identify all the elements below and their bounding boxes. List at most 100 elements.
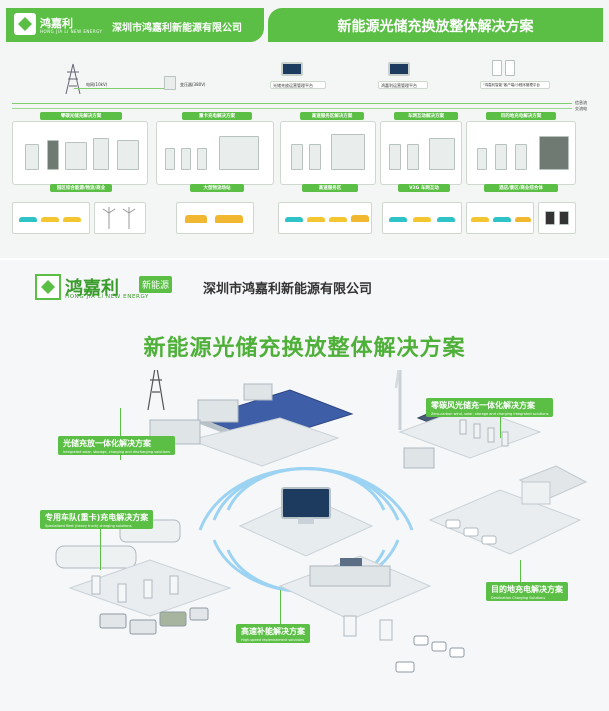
platform-screen-icon: [388, 62, 410, 76]
monitor-icon: [281, 487, 331, 519]
car-icon: [413, 217, 431, 222]
callout-pole: [500, 408, 501, 438]
bottom-brand-en: HONG JIA LI NEW ENERGY: [65, 294, 149, 300]
scene-bar: V2G 车网互动: [398, 184, 450, 192]
vehicle-thumbnail: [382, 202, 462, 234]
label-wind: 零碳风光储充一体化解决方案 Zero-carbon wind, solar, s…: [426, 398, 554, 417]
charger-cabinet: [47, 140, 59, 170]
platform-label: 光储充放运营管理平台: [273, 83, 313, 88]
charger-icon: [343, 615, 393, 641]
storage-cabinet: [539, 136, 569, 170]
scene-bar: 高速服务区: [302, 184, 358, 192]
car-icon: [445, 519, 497, 545]
charger-cabinet: [197, 148, 207, 170]
grid-line: [74, 88, 164, 89]
car-icon: [437, 217, 455, 222]
car-icon: [285, 217, 303, 222]
bottom-brand-tag: 新能源: [139, 276, 173, 293]
info-bus-label: 信息流: [575, 100, 587, 105]
iso-scene: [55, 370, 588, 673]
top-header-left: 鸿嘉利 HONG JIA LI NEW ENERGY 深圳市鸿嘉利新能源有限公司: [6, 8, 264, 42]
charger-icon: [91, 575, 179, 603]
label-fleet-zh: 专用车队(重卡)充电解决方案: [45, 513, 149, 522]
scene-label: 酒店/景区/商业综合体: [499, 186, 543, 191]
charger-cabinet: [515, 144, 527, 170]
scene-bar: 园区综合能源/物流/商业: [50, 184, 112, 192]
grid-label: 电网(10kV): [86, 82, 108, 87]
storage-cabinet: [331, 134, 365, 170]
label-wind-en: Zero-carbon wind, solar, storage and cha…: [431, 412, 549, 416]
label-highway: 高速补能解决方案 High-speed replenishment soluti…: [236, 624, 310, 643]
scene-bar: 酒店/景区/商业综合体: [484, 184, 558, 192]
top-company-name: 深圳市鸿嘉利新能源有限公司: [112, 23, 242, 34]
phone-icon: [492, 60, 502, 76]
charger-cabinet: [25, 144, 39, 170]
storage-cabinet: [65, 142, 87, 170]
platform-label: 鸿嘉利运营管理平台: [381, 83, 417, 88]
wind-thumbnail: [94, 202, 146, 234]
truck-icon: [403, 447, 435, 469]
truck-icon: [351, 215, 369, 222]
brand-logo-icon: [14, 13, 36, 35]
storage-cabinet: [429, 138, 455, 170]
power-tower-icon: [65, 63, 81, 95]
bottom-poster: 鸿嘉利 新能源 HONG JIA LI NEW ENERGY 深圳市鸿嘉利新能源…: [0, 260, 609, 711]
platform-box: "鸿嘉利智能"客户端/小程序管理平台: [480, 81, 550, 89]
solution-title-bar: 目的地充电解决方案: [486, 112, 556, 120]
solution-title-bar: 车网互动解决方案: [394, 112, 458, 120]
label-wind-zh: 零碳风光储充一体化解决方案: [431, 401, 535, 410]
solution-title: 零碳光储充解决方案: [60, 114, 102, 119]
solution-panel: [12, 121, 148, 185]
scene-label: 园区综合能源/物流/商业: [56, 186, 106, 191]
bus-icon: [99, 607, 209, 635]
car-icon: [307, 217, 325, 222]
battery-icon: [545, 211, 555, 225]
label-destination: 目的地充电解决方案 Destination Charging Solutions: [486, 582, 568, 601]
solution-title: 重卡充电解决方案: [199, 114, 235, 119]
top-brand-name: 鸿嘉利: [40, 17, 73, 30]
top-title: 新能源光储充换放整体解决方案: [337, 19, 534, 35]
label-pv-en: Integrated solar, storage, charging and …: [63, 450, 170, 454]
battery-thumbnail: [538, 202, 576, 234]
truck-icon: [185, 215, 207, 223]
bottom-title: 新能源光储充换放整体解决方案: [143, 336, 466, 361]
car-icon: [515, 217, 531, 222]
solution-panel: [466, 121, 576, 185]
vehicle-thumbnail: [278, 202, 372, 234]
brand-logo-icon: [35, 274, 61, 300]
platform-label: "鸿嘉利智能"客户端/小程序管理平台: [483, 83, 540, 87]
charger-cabinet: [181, 148, 191, 170]
info-bus-line: [12, 103, 572, 104]
storage-cabinet: [117, 140, 139, 170]
vehicle-thumbnail: [466, 202, 534, 234]
power-cabinet: [219, 136, 259, 170]
platform-box: 光储充放运营管理平台: [270, 81, 326, 89]
label-highway-en: High-speed replenishment solutions: [241, 638, 305, 642]
charger-cabinet: [477, 148, 487, 170]
solution-title: 高速服务区解决方案: [311, 114, 353, 119]
label-destination-en: Destination Charging Solutions: [491, 596, 546, 600]
service-building-icon: [309, 565, 391, 587]
solution-title-bar: 重卡充电解决方案: [182, 112, 252, 120]
wind-turbine-icon: [102, 207, 136, 229]
solution-panel: [280, 121, 376, 185]
solution-panel: [380, 121, 462, 185]
car-icon: [389, 217, 407, 222]
label-pv: 光储充放一体化解决方案 Integrated solar, storage, c…: [58, 436, 175, 455]
callout-pole: [520, 560, 521, 590]
charger-cabinet: [309, 144, 321, 170]
ac-bus-line: [12, 108, 572, 109]
car-icon: [493, 217, 511, 222]
solution-title: 目的地充电解决方案: [500, 114, 542, 119]
label-pv-zh: 光储充放一体化解决方案: [63, 439, 151, 448]
scene-label: V2G 车网互动: [409, 186, 439, 191]
label-destination-zh: 目的地充电解决方案: [491, 585, 563, 594]
vehicle-icon: [55, 545, 137, 569]
car-icon: [63, 217, 81, 222]
label-fleet-en: Specialized fleet (heavy truck) charging…: [45, 524, 132, 528]
car-icon: [19, 217, 37, 222]
bottom-brand-name: 鸿嘉利: [65, 278, 119, 299]
car-icon: [395, 635, 465, 673]
power-tower-icon: [147, 370, 165, 411]
charger-cabinet: [93, 138, 109, 170]
